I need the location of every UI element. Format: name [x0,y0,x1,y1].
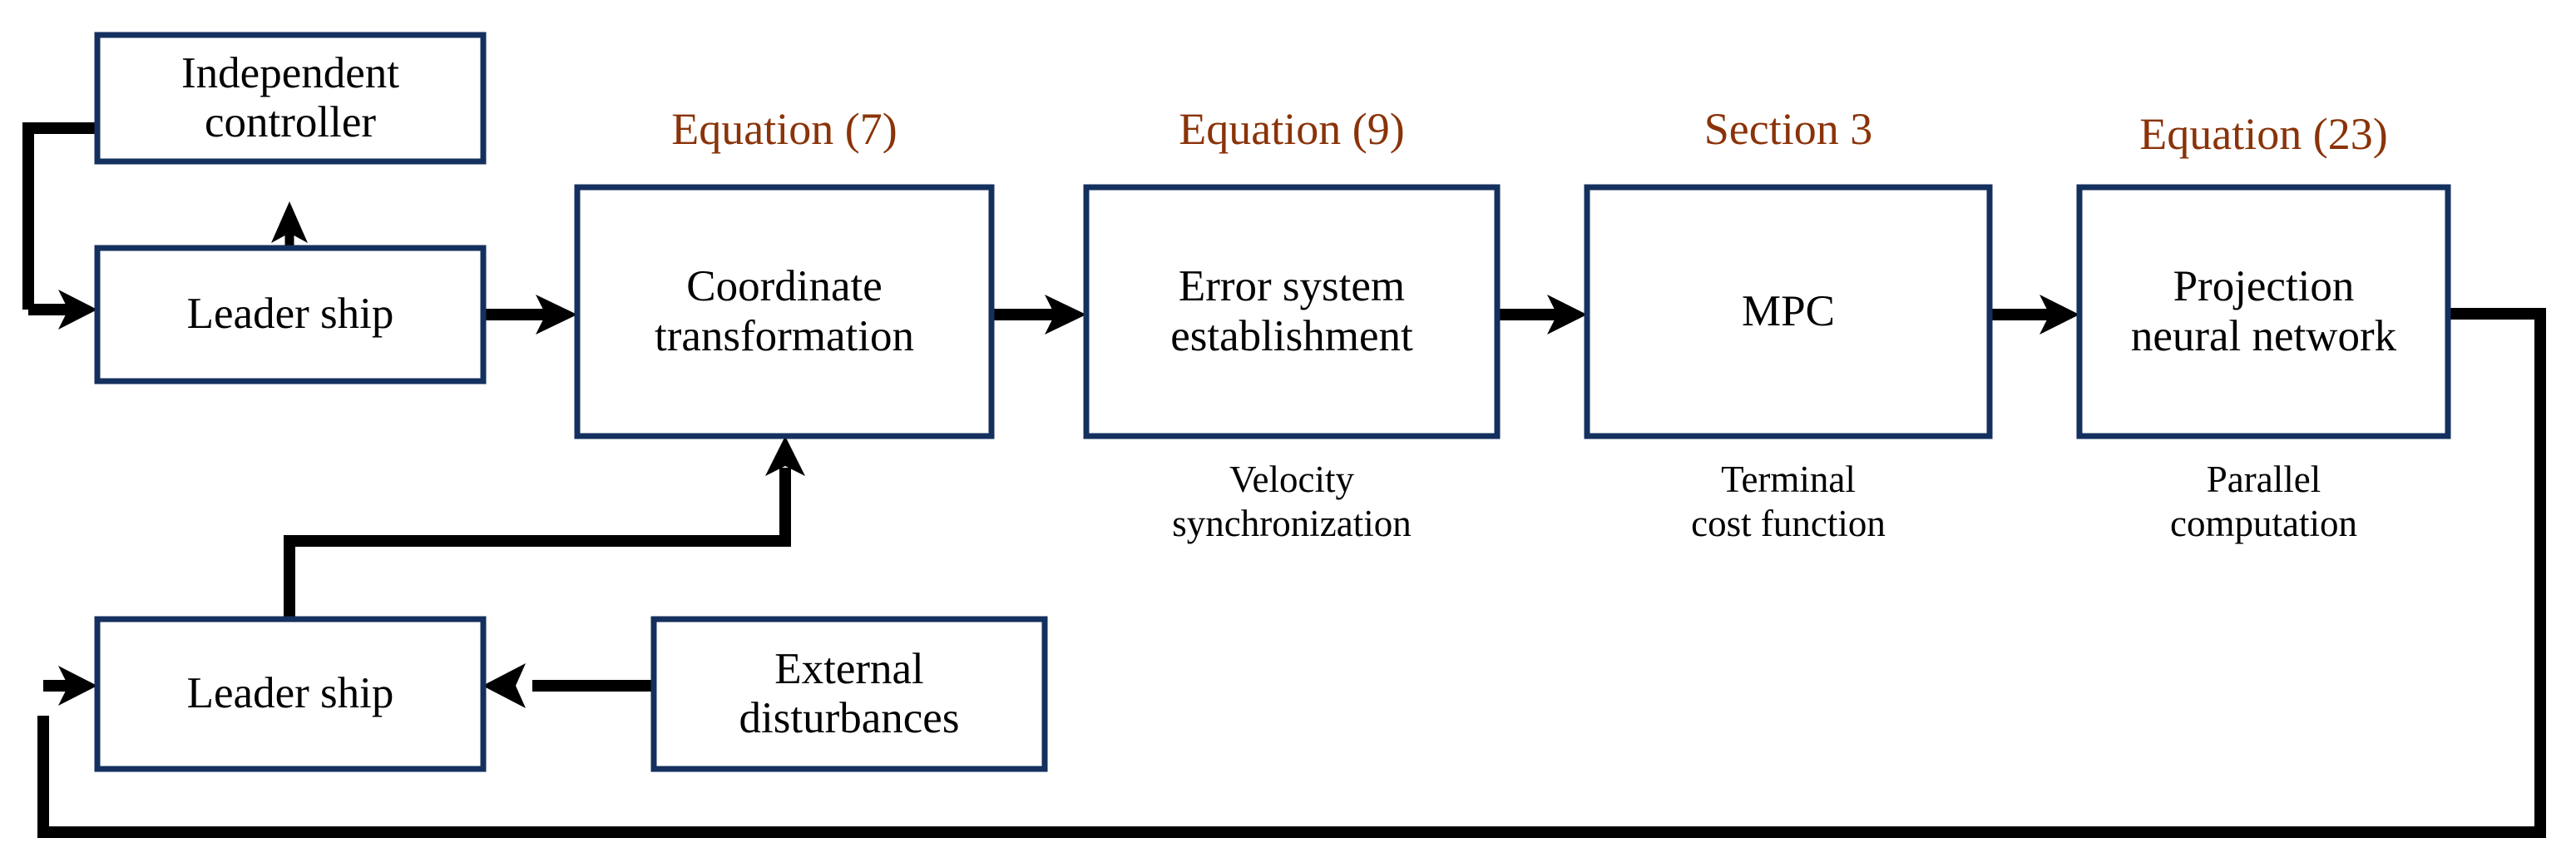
label-equation-9: Equation (9) [1179,104,1405,154]
box-independent-controller[interactable] [94,32,487,165]
caption-velocity-synchronization: Velocity synchronization [1086,458,1497,546]
wire-leadership-bottom-to-coordinate [284,468,791,619]
arrowhead-into-coordinate-bottom [765,436,805,476]
label-equation-7: Equation (7) [671,104,897,154]
box-coordinate-transformation[interactable] [574,184,995,439]
box-error-system-establishment[interactable] [1083,184,1501,439]
box-projection-neural-network[interactable] [2076,184,2451,439]
arrowhead-into-projection [2040,295,2079,335]
arrowhead-into-error [1045,295,1086,335]
caption-parallel-line2: computation [2170,503,2357,545]
caption-parallel-computation: Parallel computation [2079,458,2448,546]
label-equation-23: Equation (23) [2139,109,2388,159]
arrowhead-into-leadership-from-disturbances [482,663,526,708]
arrowhead-into-coordinate [536,295,577,335]
arrowhead-into-leadership-bottom [58,666,97,706]
caption-terminal-line1: Terminal [1721,459,1856,500]
wire-controller-to-leadership [22,122,97,310]
arrowhead-into-mpc [1547,295,1587,335]
caption-parallel-line1: Parallel [2206,459,2321,500]
arrowhead-into-controller [271,201,308,243]
caption-terminal-line2: cost function [1691,503,1886,545]
caption-velocity-line1: Velocity [1229,459,1354,500]
caption-velocity-line2: synchronization [1172,503,1412,545]
box-external-disturbances[interactable] [650,616,1048,772]
box-leader-ship-top[interactable] [94,245,487,384]
arrowhead-into-leadership-top [58,290,97,330]
wire-projection-feedback-loop [37,308,2546,838]
label-section-3: Section 3 [1703,104,1873,154]
caption-terminal-cost-function: Terminal cost function [1587,458,1990,546]
box-leader-ship-bottom[interactable] [94,616,487,772]
box-mpc[interactable] [1584,184,1993,439]
